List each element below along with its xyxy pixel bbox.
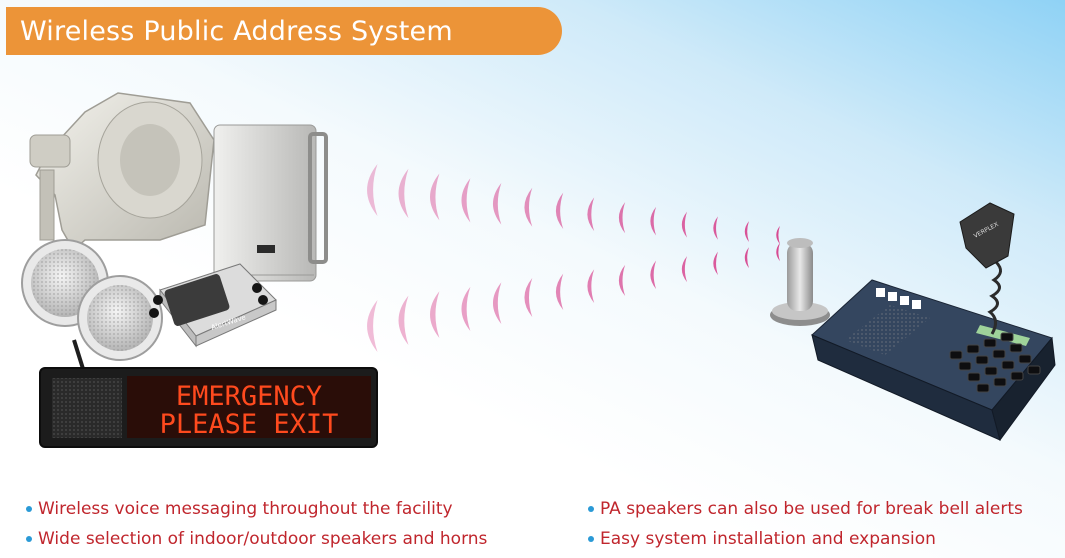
bullet-icon xyxy=(26,506,32,512)
bullet-icon xyxy=(26,536,32,542)
wave-arc xyxy=(367,300,378,352)
wave-arc xyxy=(524,187,533,227)
keypad-key xyxy=(1009,343,1023,353)
wave-arc xyxy=(555,273,564,311)
antenna-icon xyxy=(770,238,830,326)
keypad-key xyxy=(992,349,1006,359)
feature-text: Wireless voice messaging throughout the … xyxy=(38,499,453,519)
feature-item: Wide selection of indoor/outdoor speaker… xyxy=(26,524,487,554)
illustration: AlertWave EMERGENCY PLEASE EXIT xyxy=(21,92,1056,448)
wave-arc xyxy=(713,251,719,276)
paging-console-icon xyxy=(811,279,1056,442)
wave-arc xyxy=(398,295,409,346)
feature-text: PA speakers can also be used for break b… xyxy=(600,499,1023,519)
ceiling-speaker-icon xyxy=(77,275,163,361)
wave-arc xyxy=(430,291,440,339)
keypad-key xyxy=(975,355,989,365)
keypad-key xyxy=(976,383,990,393)
keypad-key xyxy=(1027,365,1041,375)
wave-arc xyxy=(681,256,688,283)
title-banner: Wireless Public Address System xyxy=(6,7,562,55)
wave-arc xyxy=(492,183,502,225)
microphone-icon: VERPLEX xyxy=(959,202,1015,335)
wave-arc xyxy=(776,225,780,245)
sign-line-2: PLEASE EXIT xyxy=(160,409,339,440)
wave-arc xyxy=(461,178,471,223)
keypad-key xyxy=(993,377,1007,387)
led-sign-icon: EMERGENCY PLEASE EXIT xyxy=(39,339,378,448)
bullet-icon xyxy=(588,536,594,542)
feature-text: Wide selection of indoor/outdoor speaker… xyxy=(38,529,488,549)
wave-arc xyxy=(461,286,471,332)
wave-arc xyxy=(587,269,595,304)
wave-arc xyxy=(744,247,749,269)
keypad-key xyxy=(966,344,980,354)
keypad xyxy=(949,332,1041,393)
wave-arc xyxy=(367,164,378,216)
keypad-key xyxy=(984,366,998,376)
wave-arc xyxy=(398,168,409,219)
feature-list-left: Wireless voice messaging throughout the … xyxy=(26,494,487,554)
feature-item: PA speakers can also be used for break b… xyxy=(588,494,1023,524)
wave-arc xyxy=(618,264,626,297)
feature-list-right: PA speakers can also be used for break b… xyxy=(588,494,1023,554)
wave-arc xyxy=(776,242,780,262)
keypad-key xyxy=(967,372,981,382)
keypad-key xyxy=(983,338,997,348)
wave-arc xyxy=(650,206,657,236)
wave-arc xyxy=(430,173,440,221)
feature-item: Wireless voice messaging throughout the … xyxy=(26,494,487,524)
sign-line-1: EMERGENCY xyxy=(176,381,322,412)
wave-arc xyxy=(744,221,749,242)
wave-arc xyxy=(618,202,626,234)
feature-text: Easy system installation and expansion xyxy=(600,529,936,549)
page-title: Wireless Public Address System xyxy=(20,15,453,47)
keypad-key xyxy=(1018,354,1032,364)
wave-arc xyxy=(650,260,657,290)
keypad-key xyxy=(1010,371,1024,381)
wave-arc xyxy=(587,197,595,232)
keypad-key xyxy=(949,350,963,360)
wall-speaker-icon xyxy=(213,124,328,282)
wave-arc xyxy=(492,282,502,325)
keypad-key xyxy=(958,361,972,371)
bullet-icon xyxy=(588,506,594,512)
wave-arc xyxy=(555,192,564,229)
keypad-key xyxy=(1000,332,1014,342)
receiver-module-icon: AlertWave xyxy=(149,263,277,348)
wave-arc xyxy=(681,211,688,238)
wave-arc xyxy=(524,278,533,318)
horn-speaker-icon xyxy=(29,92,215,254)
keypad-key xyxy=(1001,360,1015,370)
wave-arc xyxy=(713,216,719,240)
radio-waves xyxy=(367,164,780,352)
feature-item: Easy system installation and expansion xyxy=(588,524,1023,554)
